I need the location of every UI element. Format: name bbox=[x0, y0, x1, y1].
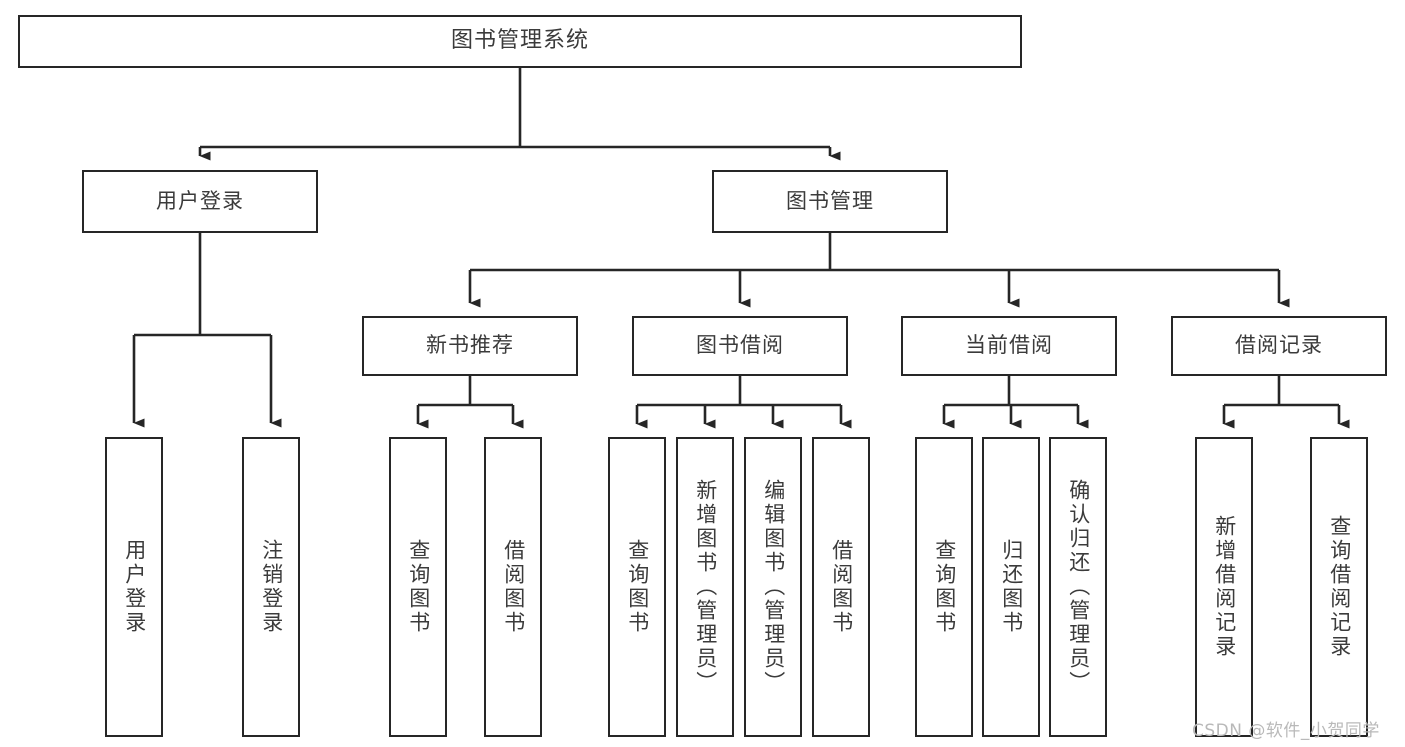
node-leaf-edit-book-label: 编辑图书（管理员） bbox=[761, 479, 786, 695]
node-leaf-add-book[interactable]: 新增图书（管理员） bbox=[676, 437, 734, 737]
node-leaf-user-login-label: 用户登录 bbox=[122, 539, 147, 635]
node-borrow-record[interactable]: 借阅记录 bbox=[1171, 316, 1387, 376]
node-leaf-return-book-label: 归还图书 bbox=[999, 539, 1024, 635]
node-leaf-edit-book[interactable]: 编辑图书（管理员） bbox=[744, 437, 802, 737]
node-leaf-query-book-2[interactable]: 查询图书 bbox=[608, 437, 666, 737]
node-leaf-borrow-book-1[interactable]: 借阅图书 bbox=[484, 437, 542, 737]
node-leaf-borrow-book-2-label: 借阅图书 bbox=[829, 539, 854, 635]
node-leaf-confirm-return-label: 确认归还（管理员） bbox=[1066, 479, 1091, 695]
node-leaf-query-book-1-label: 查询图书 bbox=[406, 539, 431, 635]
node-root[interactable]: 图书管理系统 bbox=[18, 15, 1022, 68]
node-leaf-return-book[interactable]: 归还图书 bbox=[982, 437, 1040, 737]
node-book-management[interactable]: 图书管理 bbox=[712, 170, 948, 233]
node-leaf-query-book-3[interactable]: 查询图书 bbox=[915, 437, 973, 737]
node-leaf-query-book-2-label: 查询图书 bbox=[625, 539, 650, 635]
node-book-borrow[interactable]: 图书借阅 bbox=[632, 316, 848, 376]
node-current-borrow-label: 当前借阅 bbox=[965, 333, 1053, 358]
node-leaf-logout-label: 注销登录 bbox=[259, 539, 284, 635]
node-borrow-record-label: 借阅记录 bbox=[1235, 333, 1323, 358]
node-user-login-label: 用户登录 bbox=[156, 188, 244, 213]
node-leaf-add-record[interactable]: 新增借阅记录 bbox=[1195, 437, 1253, 737]
node-leaf-query-record[interactable]: 查询借阅记录 bbox=[1310, 437, 1368, 737]
node-leaf-query-book-3-label: 查询图书 bbox=[932, 539, 957, 635]
node-new-book-recommend[interactable]: 新书推荐 bbox=[362, 316, 578, 376]
node-leaf-query-record-label: 查询借阅记录 bbox=[1327, 515, 1352, 659]
node-leaf-logout[interactable]: 注销登录 bbox=[242, 437, 300, 737]
node-leaf-confirm-return[interactable]: 确认归还（管理员） bbox=[1049, 437, 1107, 737]
node-current-borrow[interactable]: 当前借阅 bbox=[901, 316, 1117, 376]
node-leaf-add-record-label: 新增借阅记录 bbox=[1212, 515, 1237, 659]
node-new-book-recommend-label: 新书推荐 bbox=[426, 333, 514, 358]
node-leaf-borrow-book-1-label: 借阅图书 bbox=[501, 539, 526, 635]
node-book-management-label: 图书管理 bbox=[786, 188, 874, 213]
node-leaf-user-login[interactable]: 用户登录 bbox=[105, 437, 163, 737]
node-leaf-query-book-1[interactable]: 查询图书 bbox=[389, 437, 447, 737]
node-root-label: 图书管理系统 bbox=[450, 28, 589, 54]
node-leaf-add-book-label: 新增图书（管理员） bbox=[693, 479, 718, 695]
node-leaf-borrow-book-2[interactable]: 借阅图书 bbox=[812, 437, 870, 737]
node-user-login[interactable]: 用户登录 bbox=[82, 170, 318, 233]
node-book-borrow-label: 图书借阅 bbox=[696, 333, 784, 358]
